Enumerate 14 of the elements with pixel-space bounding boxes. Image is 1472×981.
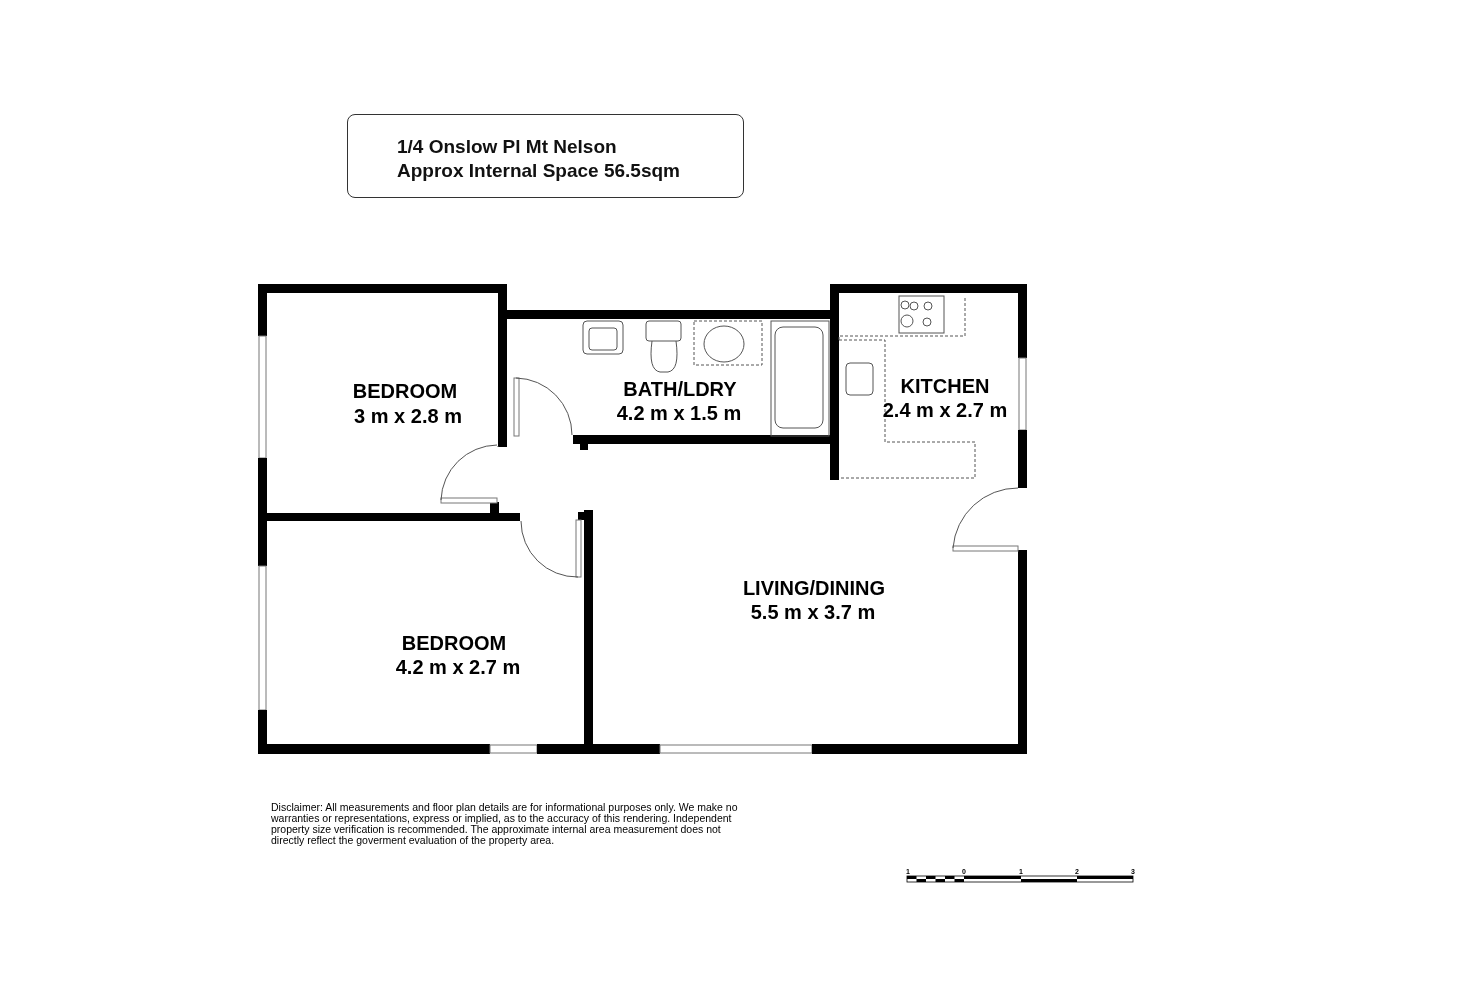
room-dimensions: 4.2 m x 2.7 m [395, 656, 521, 679]
room-name: BEDROOM [352, 380, 458, 403]
title-box [347, 114, 744, 198]
disclaimer-text: Disclaimer: All measurements and floor plan details are for informational purposes only. We make no warranties or representations, express or implied, as to the accuracy of this rendering. Independent property size verification is recommended. The approximate internal area measurement does not directly reflect the goverment evaluation of the property area. [271, 802, 739, 846]
room-dimensions: 5.5 m x 3.7 m [750, 601, 876, 624]
room-name: BEDROOM [401, 632, 507, 655]
title-text: 1/4 Onslow Pl Mt Nelson [397, 135, 618, 159]
room-dimensions: 3 m x 2.8 m [354, 405, 462, 428]
room-name: BATH/LDRY [623, 378, 737, 401]
room-dimensions: 2.4 m x 2.7 m [882, 399, 1008, 422]
title-text: Approx Internal Space 56.5sqm [397, 159, 681, 183]
room-dimensions: 4.2 m x 1.5 m [616, 402, 742, 425]
room-name: LIVING/DINING [742, 577, 886, 600]
room-name: KITCHEN [900, 375, 990, 398]
